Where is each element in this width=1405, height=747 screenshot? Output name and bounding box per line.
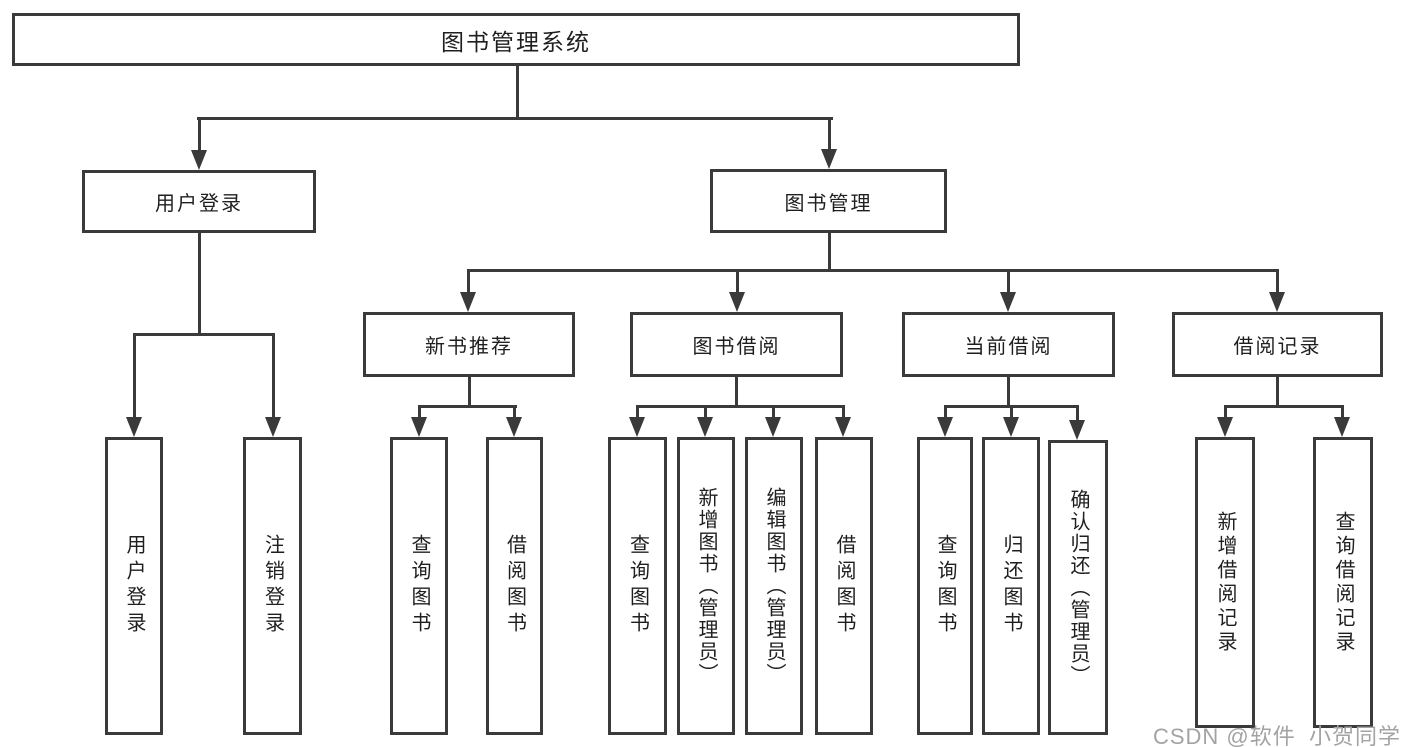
node-current-borrow: 当前借阅 [902, 312, 1115, 377]
connector-line [1007, 377, 1010, 407]
arrowhead-icon [1003, 417, 1019, 437]
connector-line [198, 233, 201, 333]
leaf-add-borrow-record: 新增借阅记录 [1195, 437, 1255, 728]
connector-line [772, 405, 775, 417]
leaf-borrow-books-1-label: 借阅图书 [503, 534, 526, 638]
connector-line [1010, 405, 1013, 417]
arrowhead-icon [765, 417, 781, 437]
leaf-user-login: 用户登录 [105, 437, 163, 735]
leaf-confirm-return-admin: 确认归还（管理员） [1048, 440, 1108, 735]
arrowhead-icon [506, 417, 522, 437]
leaf-add-book-admin-label: 新增图书（管理员） [695, 487, 717, 685]
connector-line [513, 405, 516, 417]
arrowhead-icon [697, 417, 713, 437]
arrowhead-icon [265, 417, 281, 437]
node-borrow-records-label: 借阅记录 [1233, 336, 1322, 358]
connector-line [1341, 405, 1344, 417]
connector-line [1276, 377, 1279, 407]
connector-line [468, 377, 471, 407]
connector-line [467, 269, 470, 292]
node-current-borrow-label: 当前借阅 [964, 336, 1053, 358]
node-borrow-records: 借阅记录 [1172, 312, 1383, 377]
leaf-borrow-books-1: 借阅图书 [486, 437, 543, 735]
connector-line [842, 405, 845, 417]
connector-line [735, 377, 738, 407]
connector-line [944, 405, 947, 417]
arrowhead-icon [937, 417, 953, 437]
connector-line [133, 333, 275, 336]
connector-line [828, 233, 831, 271]
leaf-edit-book-admin-label: 编辑图书（管理员） [763, 487, 785, 685]
arrowhead-icon [1269, 292, 1285, 312]
connector-line [198, 117, 201, 151]
arrowhead-icon [191, 150, 207, 170]
arrowhead-icon [126, 417, 142, 437]
node-book-management-label: 图书管理 [784, 192, 873, 215]
connector-line [272, 333, 275, 417]
node-book-borrow-label: 图书借阅 [692, 336, 781, 358]
leaf-add-borrow-record-label: 新增借阅记录 [1214, 510, 1236, 655]
arrowhead-icon [821, 149, 837, 169]
csdn-watermark: CSDN @软件_小贺同学 [1152, 724, 1401, 747]
node-user-login: 用户登录 [82, 170, 316, 233]
connector-line [636, 405, 845, 408]
arrowhead-icon [1334, 417, 1350, 437]
arrowhead-icon [1217, 417, 1233, 437]
leaf-query-books-2: 查询图书 [608, 437, 667, 735]
node-book-management: 图书管理 [710, 169, 947, 233]
connector-line [736, 269, 739, 292]
leaf-query-books-3-label: 查询图书 [934, 534, 956, 638]
leaf-logout-label: 注销登录 [261, 534, 284, 638]
node-new-book-recommend: 新书推荐 [363, 312, 575, 377]
leaf-query-borrow-record-label: 查询借阅记录 [1332, 510, 1354, 655]
connector-line [828, 117, 831, 150]
leaf-user-login-label: 用户登录 [123, 534, 145, 638]
arrowhead-icon [411, 417, 427, 437]
arrowhead-icon [1069, 420, 1085, 440]
leaf-add-book-admin: 新增图书（管理员） [677, 437, 735, 735]
connector-line [133, 333, 136, 417]
node-root-label: 图书管理系统 [441, 28, 591, 55]
leaf-confirm-return-admin-label: 确认归还（管理员） [1067, 488, 1089, 687]
connector-line [1007, 269, 1010, 292]
arrowhead-icon [460, 292, 476, 312]
leaf-edit-book-admin: 编辑图书（管理员） [745, 437, 803, 735]
leaf-return-book: 归还图书 [982, 437, 1040, 735]
node-user-login-label: 用户登录 [155, 193, 243, 215]
leaf-return-book-label: 归还图书 [1000, 534, 1022, 638]
node-root: 图书管理系统 [12, 13, 1020, 66]
leaf-query-borrow-record: 查询借阅记录 [1313, 437, 1373, 728]
leaf-logout: 注销登录 [243, 437, 302, 735]
node-new-book-recommend-label: 新书推荐 [425, 336, 513, 358]
node-book-borrow: 图书借阅 [630, 312, 843, 377]
leaf-query-books-1: 查询图书 [390, 437, 448, 735]
arrowhead-icon [835, 417, 851, 437]
connector-line [418, 405, 517, 408]
connector-line [467, 269, 1279, 272]
connector-line [704, 405, 707, 417]
connector-line [1276, 269, 1279, 292]
connector-line [197, 117, 833, 120]
connector-line [636, 405, 639, 417]
connector-line [418, 405, 421, 417]
arrowhead-icon [729, 292, 745, 312]
connector-line [1076, 405, 1079, 420]
leaf-borrow-books-2-label: 借阅图书 [833, 534, 855, 638]
leaf-query-books-2-label: 查询图书 [626, 534, 649, 638]
arrowhead-icon [629, 417, 645, 437]
leaf-query-books-3: 查询图书 [917, 437, 973, 735]
leaf-borrow-books-2: 借阅图书 [815, 437, 873, 735]
leaf-query-books-1-label: 查询图书 [408, 534, 430, 638]
connector-line [1224, 405, 1344, 408]
connector-line [516, 65, 519, 118]
connector-line [1224, 405, 1227, 417]
arrowhead-icon [1000, 292, 1016, 312]
